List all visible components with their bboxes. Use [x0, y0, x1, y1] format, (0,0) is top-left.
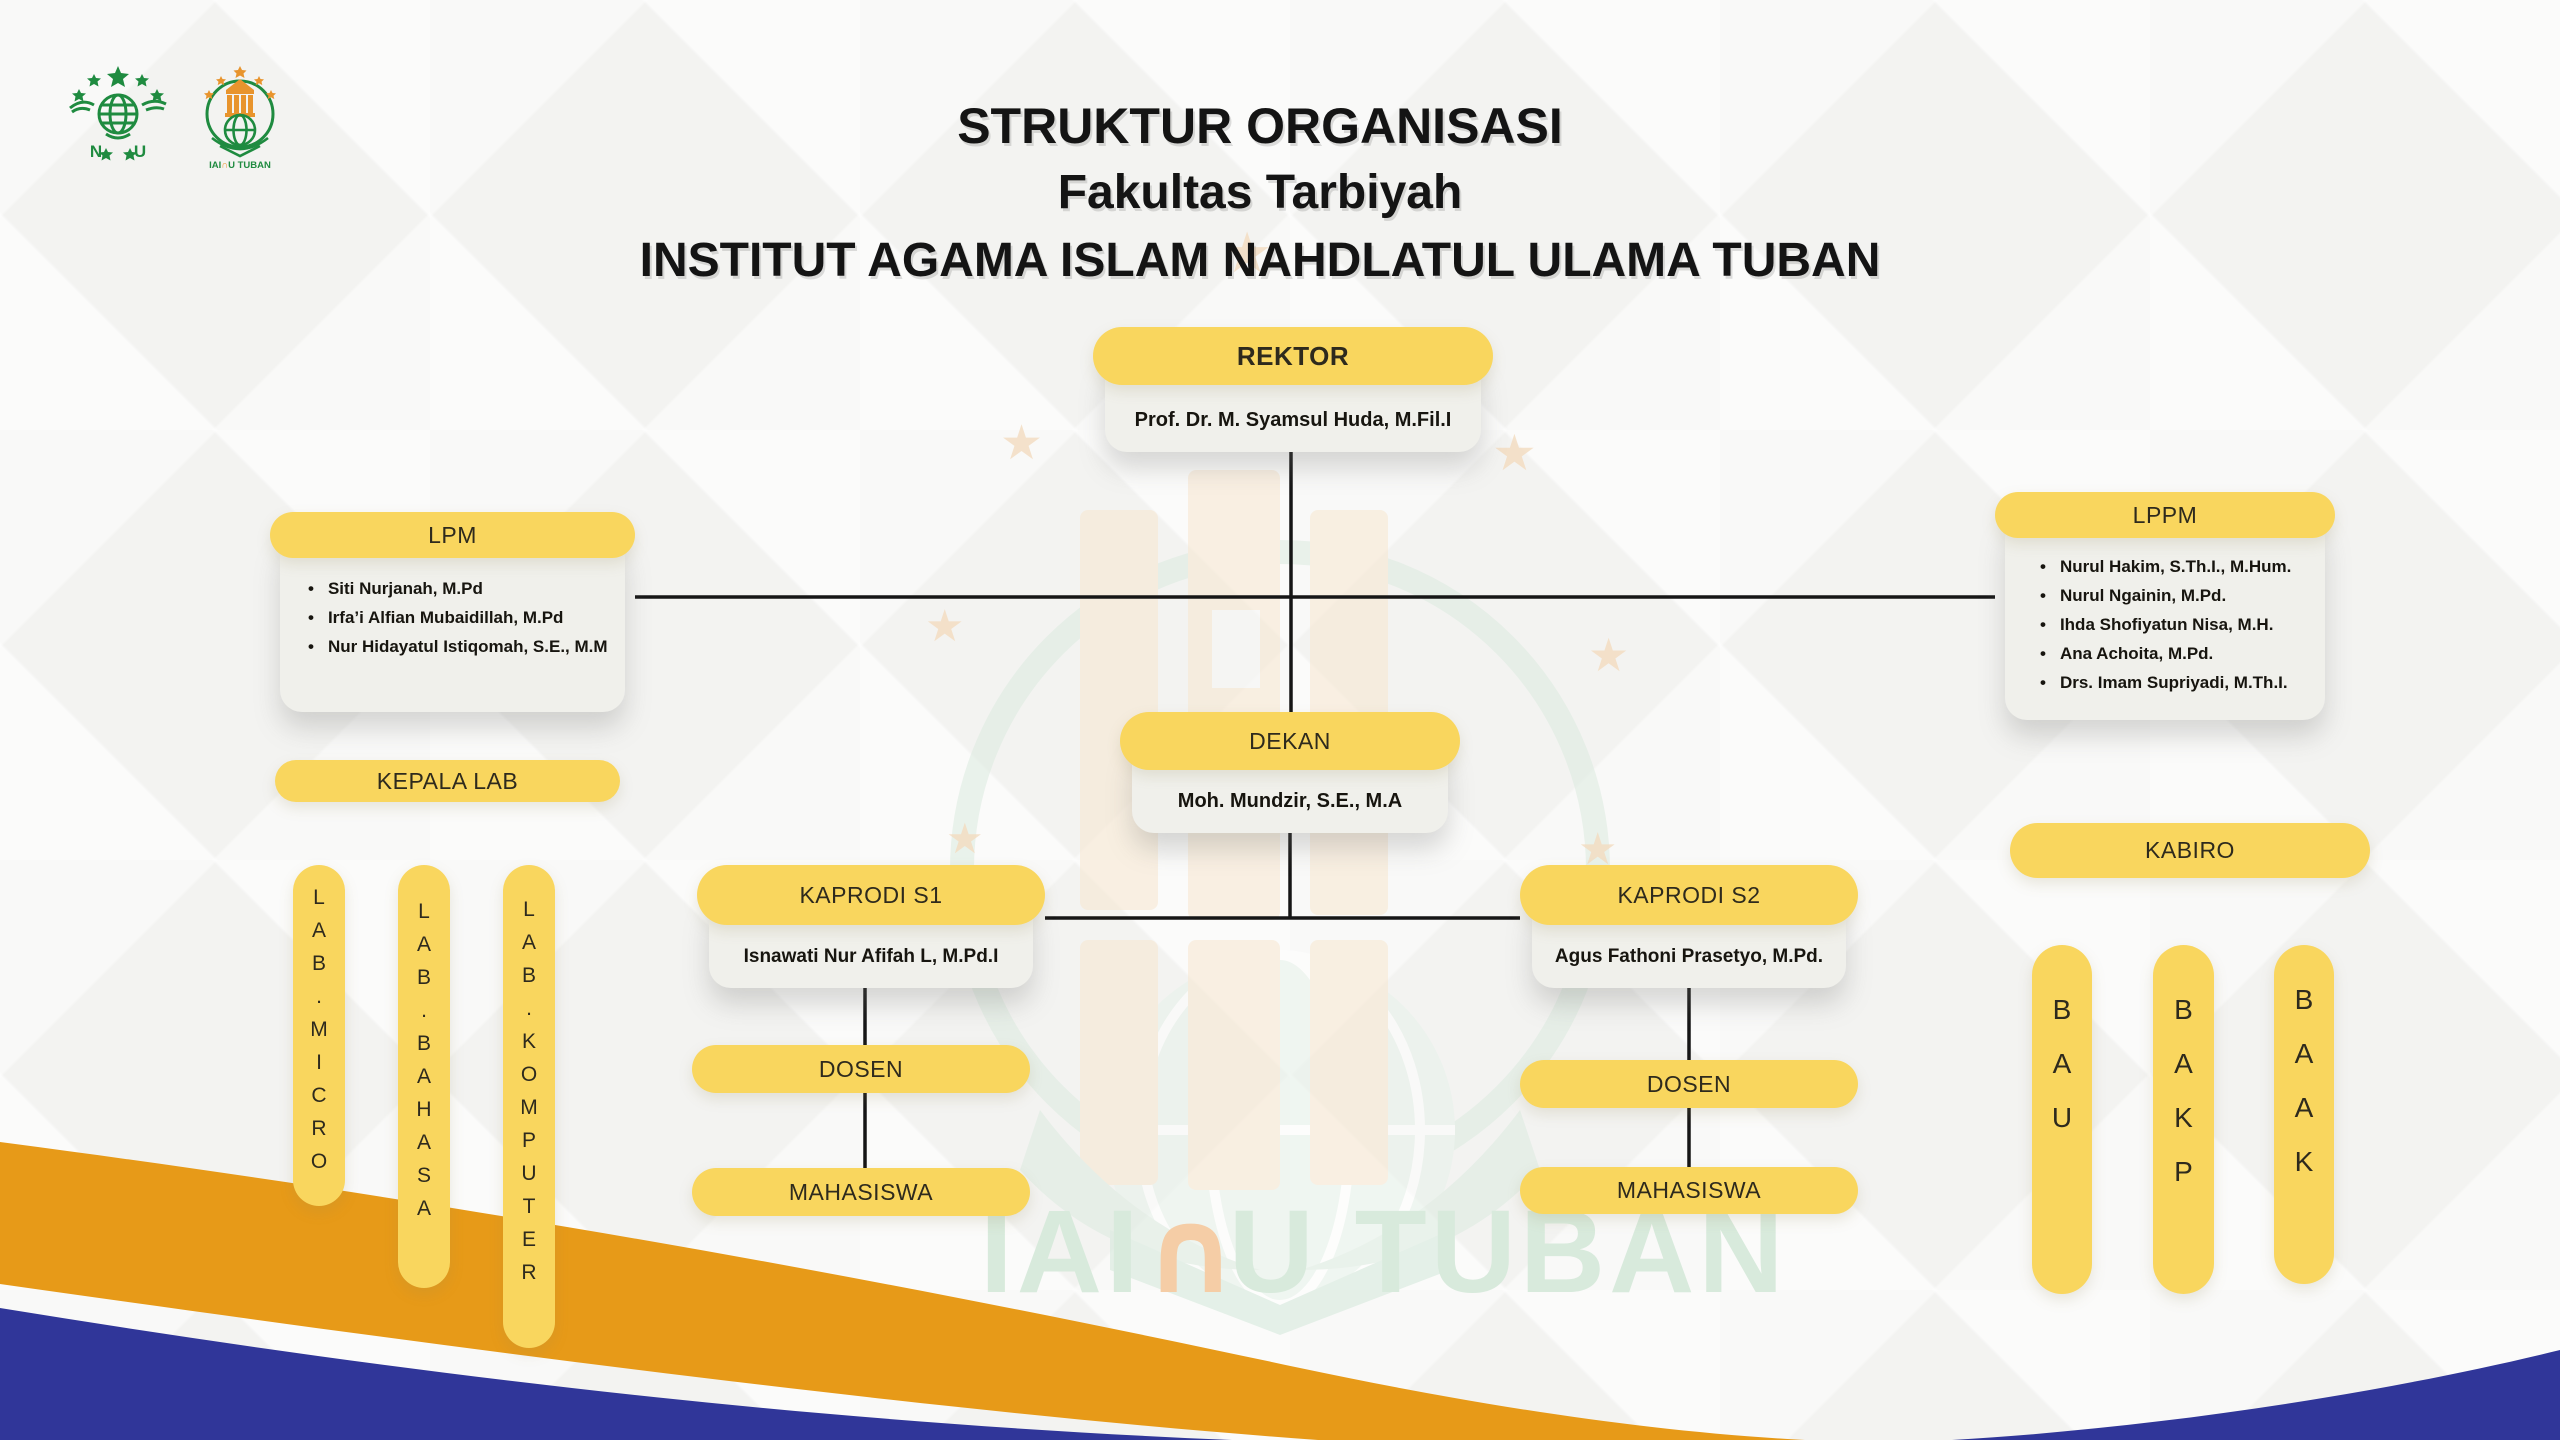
orange-wave — [0, 1142, 1805, 1440]
member-item: •Irfa’i Alfian Mubaidillah, M.Pd — [308, 607, 564, 627]
dekan-name: Moh. Mundzir, S.E., M.A — [1177, 790, 1403, 812]
iai-tuban-logo: IAI∩U TUBAN — [204, 66, 276, 171]
dosen-s1-pill: DOSEN — [692, 1045, 1030, 1093]
lppm-pill: LPPM — [1995, 492, 2335, 538]
member-item: •Ihda Shofiyatun Nisa, M.H. — [2040, 614, 2274, 634]
lppm-member-list: •Nurul Hakim, S.Th.I., M.Hum. •Nurul Ngai… — [2040, 556, 2330, 695]
nu-logo-letter-n: N — [90, 142, 102, 161]
kaprodi-s2-pill: KAPRODI S2 — [1520, 865, 1858, 925]
star-icon: ★ — [1000, 417, 1044, 470]
kaprodi-s1-pill: KAPRODI S1 — [697, 865, 1045, 925]
title-line-3: INSTITUT AGAMA ISLAM NAHDLATUL ULAMA TUB… — [639, 234, 1881, 287]
dekan-pill: DEKAN — [1120, 712, 1460, 770]
kabiro-pill: KABIRO — [2010, 823, 2370, 878]
lpm-card — [280, 535, 625, 712]
blue-wave-right — [1952, 1350, 2560, 1440]
star-icon: ★ — [1222, 221, 1273, 284]
member-item: •Ana Achoita, M.Pd. — [2040, 643, 2214, 663]
lppm-card — [2005, 515, 2325, 720]
blue-wave-left — [0, 1308, 1232, 1440]
member-item: •Siti Nurjanah, M.Pd — [308, 579, 483, 598]
nu-logo-letter-u: U — [134, 142, 146, 161]
member-item: •Nurul Hakim, S.Th.I., M.Hum. — [2040, 557, 2292, 576]
kepala-lab-pill: KEPALA LAB — [275, 760, 620, 802]
title-line-2: Fakultas Tarbiyah — [1057, 166, 1463, 219]
star-icon: ★ — [1492, 425, 1537, 481]
nu-logo: N U — [69, 66, 167, 161]
lpm-pill: LPM — [270, 512, 635, 558]
dosen-s2-pill: DOSEN — [1520, 1060, 1858, 1108]
kaprodi-s2-name: Agus Fathoni Prasetyo, M.Pd. — [1554, 946, 1824, 967]
mahasiswa-s1-pill: MAHASISWA — [692, 1168, 1030, 1216]
rektor-name: Prof. Dr. M. Syamsul Huda, M.Fil.I — [1134, 409, 1452, 431]
title-line-1: STRUKTUR ORGANISASI — [957, 98, 1563, 154]
member-item: •Nur Hidayatul Istiqomah, S.E., M.M — [308, 636, 608, 656]
rektor-pill: REKTOR — [1093, 327, 1493, 385]
member-item: •Drs. Imam Supriyadi, M.Th.I. — [2040, 672, 2288, 692]
mahasiswa-s2-pill: MAHASISWA — [1520, 1167, 1858, 1214]
page-title: STRUKTUR ORGANISASI Fakultas Tarbiyah IN… — [600, 94, 1920, 294]
iai-logo-caption: IAI∩U TUBAN — [209, 160, 271, 171]
member-item: •Nurul Ngainin, M.Pd. — [2040, 585, 2227, 605]
lpm-member-list: •Siti Nurjanah, M.Pd •Irfa’i Alfian Mubai… — [308, 578, 618, 659]
kaprodi-s1-name: Isnawati Nur Afifah L, M.Pd.I — [743, 946, 999, 967]
